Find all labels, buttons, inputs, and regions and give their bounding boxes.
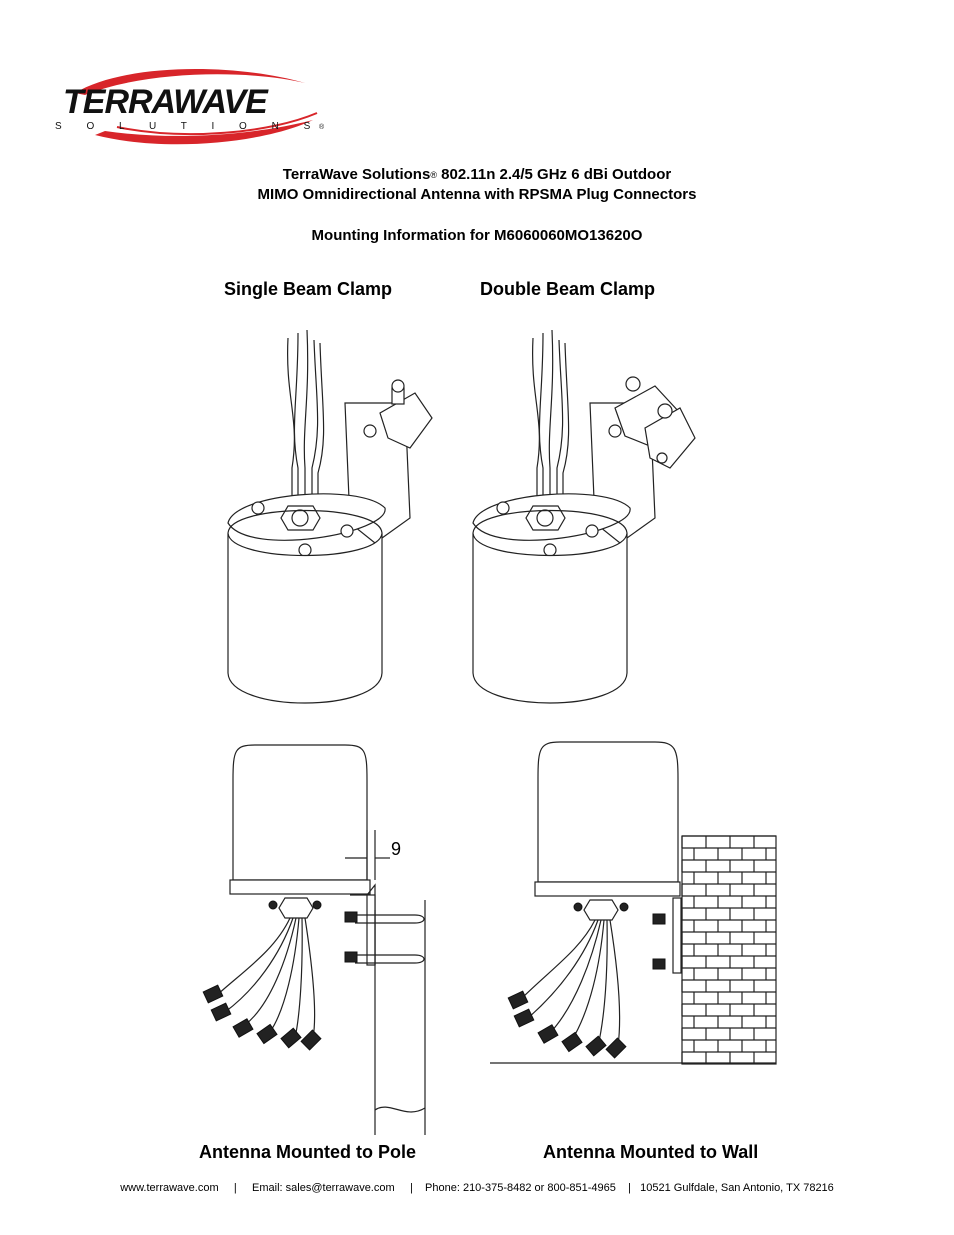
logo-swoosh-graphic: TERRAWAVE S O L U T I O N S ® (55, 69, 325, 145)
footer-website[interactable]: www.terrawave.com (120, 1182, 219, 1194)
title-line-1: TerraWave Solutions® 802.11n 2.4/5 GHz 6… (0, 165, 954, 185)
footer-email[interactable]: Email: sales@terrawave.com (252, 1182, 395, 1194)
title-brand: TerraWave Solutions (282, 166, 431, 183)
wall-mount-drawing (490, 741, 777, 1065)
pole-mount-drawing: 9 (202, 744, 426, 1135)
footer-separator: | (233, 1182, 237, 1194)
title-reg-mark: ® (430, 170, 437, 180)
title-product: 802.11n 2.4/5 GHz 6 dBi Outdoor (436, 166, 672, 183)
footer-separator: | (628, 1182, 631, 1194)
caption-pole-mount: Antenna Mounted to Pole (199, 1142, 416, 1162)
footer-contact: www.terrawave.com | Email: sales@terrawa… (0, 1182, 954, 1194)
caption-single-beam-clamp: Single Beam Clamp (224, 279, 393, 299)
caption-double-beam-clamp: Double Beam Clamp (480, 279, 656, 299)
footer-address: 10521 Gulfdale, San Antonio, TX 78216 (640, 1182, 834, 1194)
logo-brand-text: TERRAWAVE (63, 83, 269, 121)
brick-wall (681, 835, 777, 1065)
footer-separator: | (409, 1182, 413, 1194)
double-beam-clamp-drawing (472, 329, 696, 704)
single-beam-clamp-drawing (227, 329, 433, 704)
caption-wall-mount: Antenna Mounted to Wall (543, 1142, 759, 1162)
title-line-2: MIMO Omnidirectional Antenna with RPSMA … (257, 186, 697, 203)
dimension-label: 9 (391, 839, 401, 859)
logo-subtitle-text: S O L U T I O N S (55, 121, 321, 132)
logo-reg-mark: ® (319, 123, 325, 131)
footer-phone: Phone: 210-375-8482 or 800-851-4965 (425, 1182, 616, 1194)
model-mounting-title: Mounting Information for M6060060MO13620… (311, 227, 643, 244)
terrawave-logo: TERRAWAVE S O L U T I O N S ® (55, 65, 335, 150)
